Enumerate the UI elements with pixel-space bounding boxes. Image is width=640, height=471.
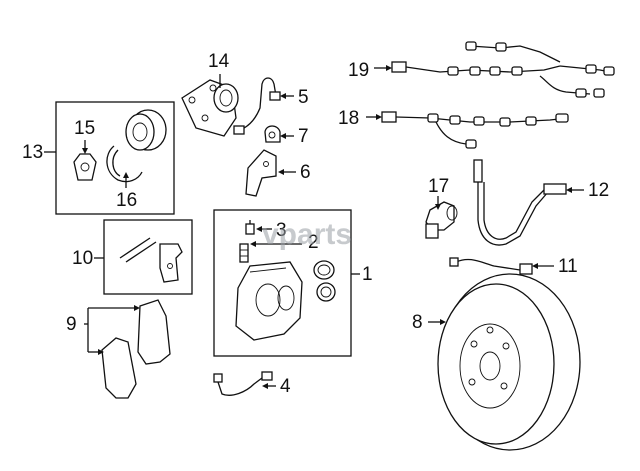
callout-5: 5 xyxy=(298,87,309,108)
callout-18: 18 xyxy=(338,108,359,129)
guide-bolt-part[interactable] xyxy=(239,243,249,263)
caliper-seal-ring-part[interactable] xyxy=(313,260,335,280)
callout-7: 7 xyxy=(298,126,309,147)
wear-sensor-harness-upper-part[interactable] xyxy=(391,41,615,98)
callout-6: 6 xyxy=(300,162,311,183)
callout-14: 14 xyxy=(208,51,230,72)
callout-15: 15 xyxy=(74,118,95,139)
speed-sensor-part[interactable] xyxy=(425,201,458,239)
callout-3: 3 xyxy=(276,220,287,241)
hub-nut-part[interactable] xyxy=(73,153,97,181)
brake-pad-outer-part[interactable] xyxy=(137,299,171,365)
callout-4: 4 xyxy=(280,376,291,397)
callout-2: 2 xyxy=(308,232,319,253)
caliper-box xyxy=(213,209,352,357)
brake-line-bracket-part[interactable] xyxy=(245,149,277,197)
hardware-kit-box xyxy=(103,219,193,295)
callout-10: 10 xyxy=(72,248,93,269)
abs-wire-part[interactable] xyxy=(449,257,533,275)
watermark-logo: vparts xyxy=(262,218,352,251)
caliper-part[interactable] xyxy=(235,261,303,341)
anti-rattle-spring-part[interactable] xyxy=(159,243,183,283)
wear-sensor-harness-lower-part[interactable] xyxy=(381,111,569,149)
callout-19: 19 xyxy=(348,60,369,81)
callout-17: 17 xyxy=(428,176,449,197)
callout-1: 1 xyxy=(362,264,373,285)
wheel-bearing-part[interactable] xyxy=(125,109,167,151)
brake-hose-part[interactable] xyxy=(473,159,567,246)
snap-ring-part[interactable] xyxy=(106,145,143,183)
pad-pins-part[interactable] xyxy=(119,237,157,263)
brake-hose-upper-part[interactable] xyxy=(233,77,281,135)
callout-9: 9 xyxy=(66,314,77,335)
wheel-hub-part[interactable] xyxy=(181,79,239,137)
callout-8: 8 xyxy=(412,312,423,333)
brake-line-lower-part[interactable] xyxy=(213,371,273,396)
brake-rotor-part[interactable] xyxy=(437,273,581,451)
callout-13: 13 xyxy=(22,142,43,163)
callout-16: 16 xyxy=(116,190,137,211)
bleeder-screw-part[interactable] xyxy=(245,220,255,235)
caliper-piston-ring-part[interactable] xyxy=(316,282,336,302)
callout-11: 11 xyxy=(558,256,578,277)
brake-line-clip-part[interactable] xyxy=(264,125,281,143)
brake-pad-inner-part[interactable] xyxy=(101,337,137,399)
callout-12: 12 xyxy=(588,180,609,201)
bearing-kit-box xyxy=(55,101,175,215)
